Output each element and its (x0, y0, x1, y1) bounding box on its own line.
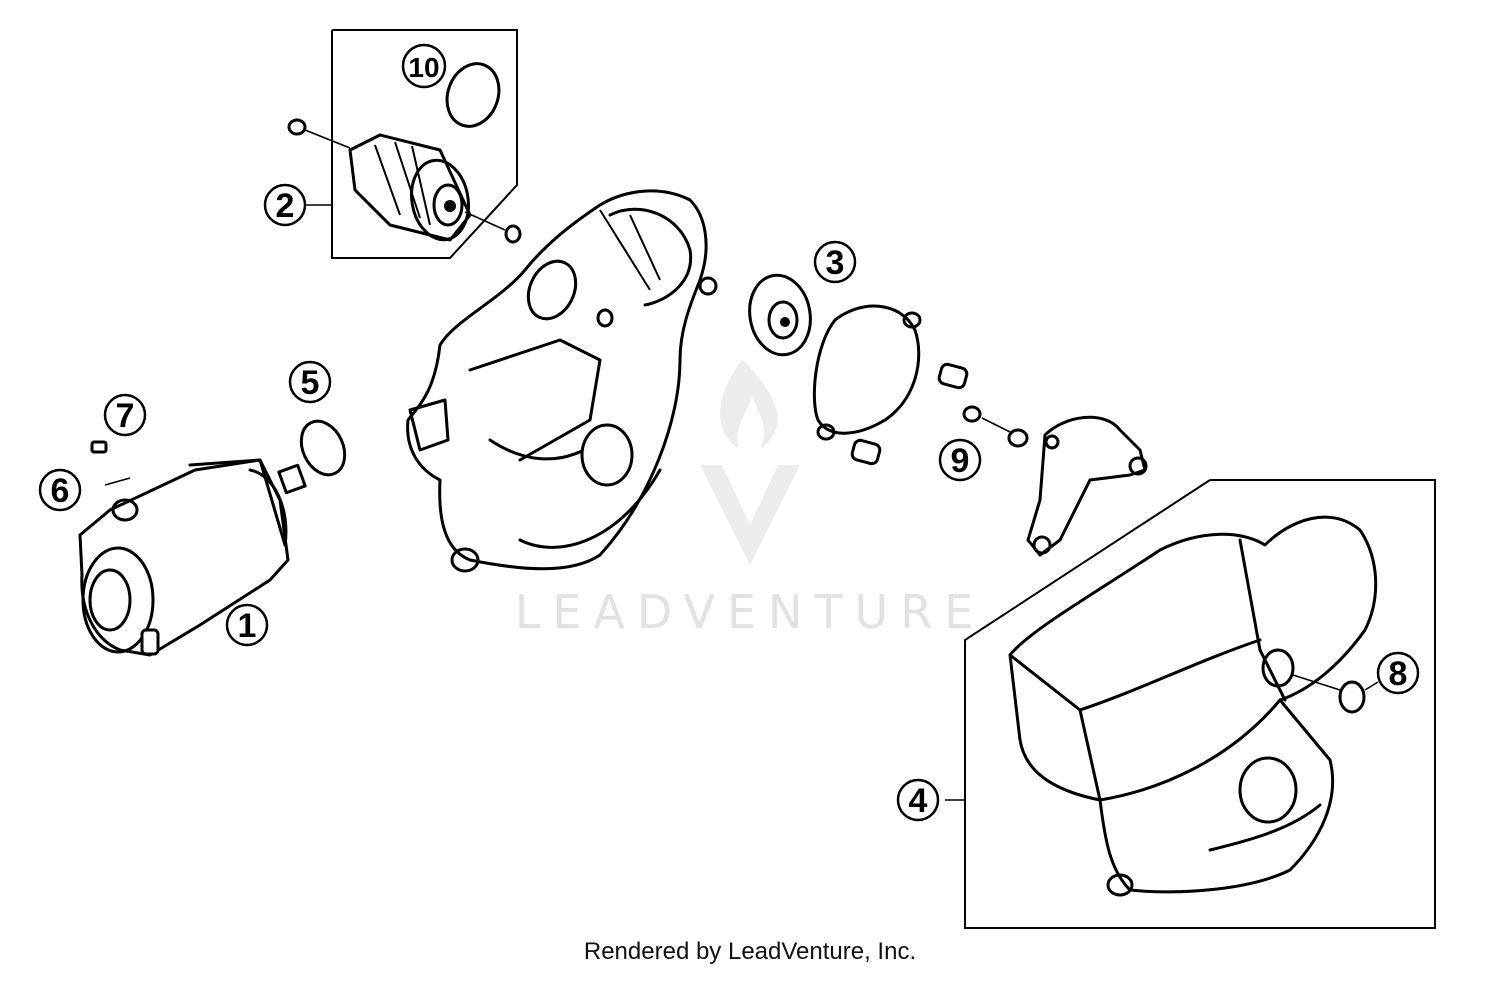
lever-bracket[interactable] (1026, 415, 1148, 557)
callout-7[interactable]: 7 (103, 393, 147, 437)
callout-2[interactable]: 2 (263, 183, 307, 227)
gasket[interactable] (812, 304, 921, 435)
svg-text:7: 7 (116, 397, 135, 435)
footer-credit: Rendered by LeadVenture, Inc. (583, 938, 917, 965)
dowel-pin[interactable] (937, 362, 969, 390)
part-9-washer[interactable] (962, 405, 982, 423)
callout-10[interactable]: 10 (401, 43, 447, 89)
svg-text:9: 9 (951, 442, 970, 480)
leader-8 (1364, 681, 1379, 691)
leader-6 (104, 477, 131, 486)
callout-6[interactable]: 6 (38, 468, 82, 512)
part-7-cap[interactable] (90, 440, 108, 454)
svg-text:3: 3 (826, 244, 845, 282)
axis-line (981, 417, 1011, 433)
part-8-nut[interactable] (1338, 680, 1366, 714)
gasket-hole (816, 423, 836, 441)
axis-line (304, 129, 351, 149)
callout-8[interactable]: 8 (1376, 651, 1420, 695)
case-bolt[interactable] (698, 276, 718, 296)
nut[interactable] (1007, 428, 1029, 448)
part-2-starter-gear[interactable] (348, 133, 522, 244)
v-logo-icon (700, 465, 800, 565)
kit-box-4 (964, 479, 1436, 929)
callout-1[interactable]: 1 (225, 603, 269, 647)
part-3-gear-disc[interactable] (744, 270, 817, 359)
svg-text:1: 1 (238, 607, 257, 645)
gasket-hole (902, 311, 922, 329)
part-5-o-ring[interactable] (293, 414, 353, 482)
kit-box-2 (331, 29, 518, 259)
dowel-pin[interactable] (850, 438, 882, 466)
svg-text:8: 8 (1389, 655, 1408, 693)
flame-logo-icon (720, 360, 778, 448)
callout-9[interactable]: 9 (938, 438, 982, 482)
part-1-starter-motor[interactable] (78, 458, 307, 657)
svg-text:5: 5 (301, 364, 320, 402)
axis-line (1292, 674, 1341, 691)
watermark-text: LEADVENTURE (515, 585, 986, 639)
svg-text:10: 10 (408, 52, 439, 83)
callout-4[interactable]: 4 (896, 778, 940, 822)
svg-text:2: 2 (276, 187, 295, 225)
callout-3[interactable]: 3 (813, 240, 857, 284)
leadventure-watermark: LEADVENTURE (515, 360, 986, 639)
svg-text:6: 6 (51, 472, 70, 510)
ignition-cover-housing[interactable] (406, 189, 708, 573)
callout-5[interactable]: 5 (288, 360, 332, 404)
part-10-o-ring[interactable] (439, 56, 508, 133)
small-nut[interactable] (287, 118, 307, 136)
part-4-outer-cover[interactable] (1008, 515, 1378, 897)
svg-text:4: 4 (909, 782, 928, 820)
